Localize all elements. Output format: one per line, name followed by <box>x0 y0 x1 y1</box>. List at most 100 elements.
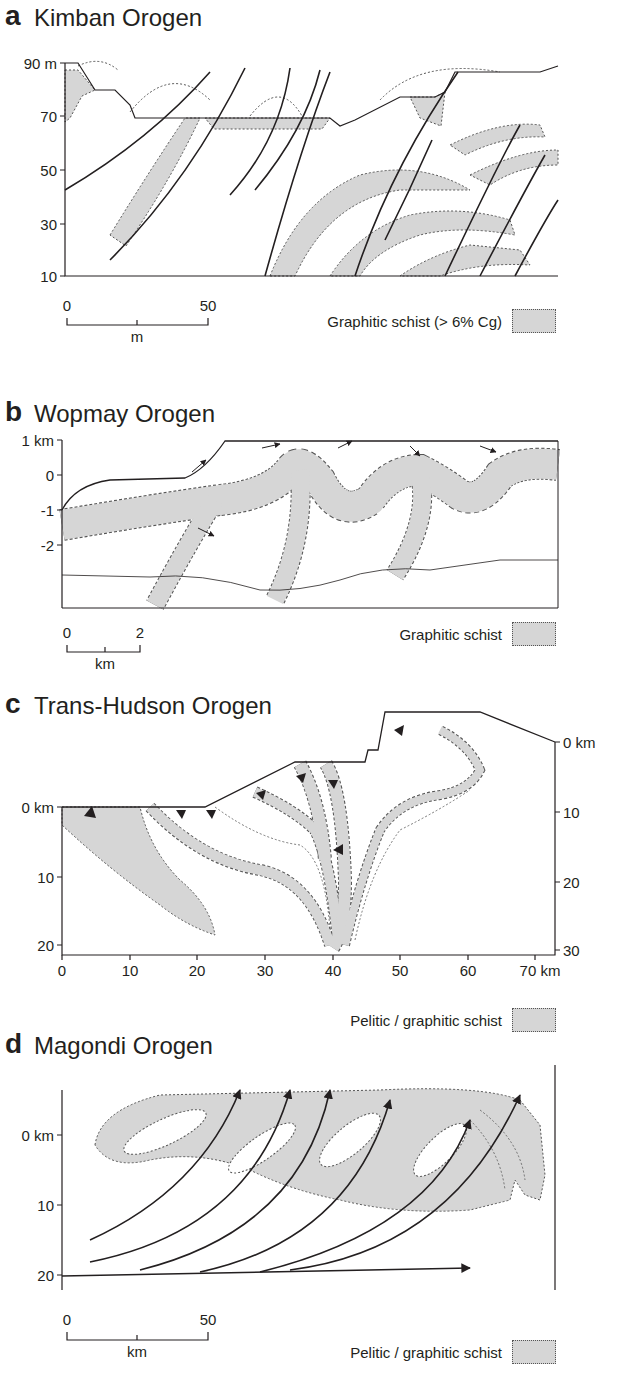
legend-swatch <box>512 1008 556 1032</box>
section-stroke <box>65 70 95 122</box>
section-stroke <box>290 1095 520 1270</box>
axis-label: 30 <box>40 217 57 232</box>
axis-label: 0 <box>63 1312 71 1327</box>
axis-label: 0 <box>58 963 66 978</box>
section-stroke <box>65 63 558 126</box>
section-stroke <box>95 1089 545 1212</box>
axis-label: 0 <box>63 625 71 640</box>
axis-label: 10 <box>122 963 139 978</box>
axis-label: 2 <box>136 625 144 640</box>
section-stroke <box>250 97 302 116</box>
section-stroke <box>215 807 330 930</box>
axis-label: 40 <box>325 963 342 978</box>
section-stroke <box>355 790 470 940</box>
section-stroke <box>110 68 245 260</box>
section-stroke <box>62 1090 520 1276</box>
section-stroke <box>260 1120 470 1272</box>
section-stroke <box>450 124 545 155</box>
section-stroke <box>62 712 555 807</box>
legend-swatch <box>512 309 556 333</box>
panel-letter: d <box>5 1030 22 1058</box>
section-stroke <box>84 806 96 818</box>
trans-hudson-section <box>57 712 560 960</box>
section-stroke <box>65 68 558 276</box>
legend-swatch <box>512 1340 556 1364</box>
section-stroke <box>470 1110 525 1190</box>
axis-label: 50 <box>40 163 57 178</box>
section-stroke <box>62 464 558 605</box>
axis-label: 20 <box>37 938 54 953</box>
section-stroke <box>62 1268 470 1276</box>
section-stroke <box>176 810 186 819</box>
legend-swatch <box>512 622 556 646</box>
section-stroke <box>198 528 214 536</box>
axis-label: 30 <box>257 963 274 978</box>
section-stroke <box>67 645 140 652</box>
section-stroke <box>62 955 535 960</box>
axis-label: 20 <box>37 1268 54 1283</box>
legend-label: Graphitic schist (> 6% Cg) <box>327 314 502 329</box>
section-stroke <box>394 725 404 736</box>
section-stroke <box>222 1115 301 1181</box>
section-stroke <box>140 1090 330 1270</box>
axis-label: 50 <box>200 1312 217 1327</box>
axis-label: 0 km <box>21 1128 54 1143</box>
section-stroke <box>338 441 352 448</box>
section-stroke <box>255 792 338 940</box>
section-stroke <box>62 742 555 955</box>
section-stroke <box>445 125 520 276</box>
section-stroke <box>256 790 266 800</box>
section-stroke <box>255 792 338 940</box>
axis-label: 0 km <box>21 800 54 815</box>
axis-label: 30 <box>563 943 580 958</box>
section-stroke <box>119 1101 212 1163</box>
section-stroke <box>328 780 338 789</box>
section-stroke <box>215 790 470 940</box>
section-stroke <box>62 441 225 510</box>
axis-label: km <box>127 1344 147 1359</box>
section-stroke <box>515 200 558 276</box>
section-stroke <box>150 807 330 945</box>
section-stroke <box>78 61 118 70</box>
section-stroke <box>84 725 404 855</box>
axis-label: 50 <box>392 963 409 978</box>
panel-title: Trans-Hudson Orogen <box>34 694 272 718</box>
section-stroke <box>262 444 280 448</box>
axis-label: 10 <box>37 870 54 885</box>
section-stroke <box>150 730 480 948</box>
section-stroke <box>110 118 200 246</box>
section-stroke <box>333 844 343 855</box>
section-stroke <box>206 810 216 819</box>
magondi-section <box>57 1065 555 1340</box>
section-stroke <box>57 807 62 945</box>
section-stroke <box>385 140 432 240</box>
axis-label: 1 km <box>21 433 54 448</box>
panel-title: Kimban Orogen <box>34 6 202 30</box>
section-stroke <box>67 318 208 325</box>
section-stroke <box>192 441 496 536</box>
section-stroke <box>555 742 560 950</box>
axis-label: 90 m <box>24 56 57 71</box>
section-stroke <box>62 560 558 590</box>
axis-label: 60 <box>460 963 477 978</box>
section-stroke <box>60 63 65 276</box>
panel-title: Wopmay Orogen <box>34 402 215 426</box>
section-stroke <box>380 69 500 101</box>
panel-letter: c <box>5 690 21 718</box>
section-stroke <box>480 446 496 452</box>
axis-label: 0 km <box>563 735 596 750</box>
axis-label: -2 <box>41 538 54 553</box>
section-stroke <box>57 440 62 545</box>
section-stroke <box>296 773 306 783</box>
wopmay-section <box>57 440 558 652</box>
section-stroke <box>480 1110 525 1180</box>
axis-label: 20 <box>189 963 206 978</box>
section-stroke <box>62 441 558 608</box>
section-stroke <box>275 470 301 600</box>
axis-label: 0 <box>63 298 71 313</box>
kimban-section <box>60 61 558 325</box>
section-stroke <box>62 464 558 605</box>
section-stroke <box>255 70 320 190</box>
legend-label: Pelitic / graphitic schist <box>350 1013 502 1028</box>
section-stroke <box>65 72 210 190</box>
